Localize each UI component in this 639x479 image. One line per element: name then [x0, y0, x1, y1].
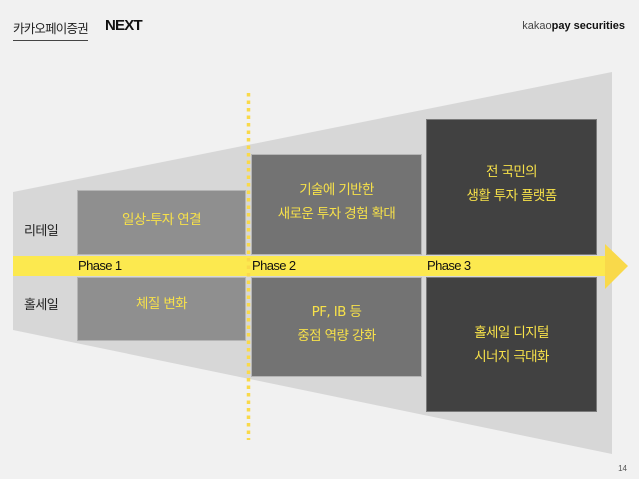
page-title: NEXT: [105, 17, 143, 34]
phase3-wholesale-box: 홀세일 디지털 시너지 극대화: [426, 277, 597, 412]
corp-logo-bold: pay securities: [551, 20, 625, 32]
corporate-logo: kakaopay securities: [522, 20, 625, 32]
phase2-wholesale-box: PF, IB 등 중점 역량 강화: [251, 277, 422, 377]
page-number: 14: [618, 464, 627, 473]
phase-arrow: [13, 244, 628, 289]
brand-korean-name: 카카오페이증권: [13, 18, 89, 41]
phase3-label: Phase 3: [427, 258, 471, 273]
row-label-wholesale: 홀세일: [24, 298, 59, 313]
phase1-label: Phase 1: [78, 258, 122, 273]
phase3-retail-box: 전 국민의 생활 투자 플랫폼: [426, 119, 597, 255]
row-label-retail: 리테일: [24, 224, 59, 239]
phase1-retail-box: 일상-투자 연결: [77, 190, 246, 255]
phase2-label: Phase 2: [252, 258, 296, 273]
phase1-wholesale-box: 체질 변화: [77, 277, 246, 341]
corp-logo-light: kakao: [522, 20, 552, 32]
phase2-retail-box: 기술에 기반한 새로운 투자 경험 확대: [251, 154, 422, 255]
